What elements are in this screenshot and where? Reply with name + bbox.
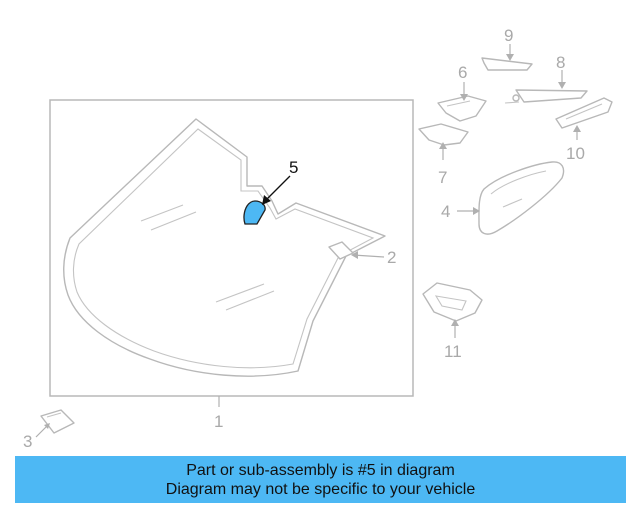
- part-7-mirror-cover-lower: [418, 123, 469, 146]
- part-2-sticker: [328, 241, 354, 260]
- part-9-trim-strip: [481, 57, 533, 71]
- callout-3: 3: [23, 432, 32, 451]
- callout-6: 6: [458, 63, 467, 82]
- callout-9: 9: [504, 26, 513, 45]
- part-11-lamp-housing: [422, 282, 483, 322]
- callout-8: 8: [556, 53, 565, 72]
- callout-4: 4: [441, 202, 450, 221]
- windshield-assembly-frame: [49, 99, 414, 397]
- callout-11: 11: [444, 342, 462, 361]
- part-6-mirror-cover: [437, 95, 487, 122]
- part-8-sensor-harness: [504, 89, 588, 104]
- part-3-clip: [40, 409, 75, 434]
- info-banner: Part or sub-assembly is #5 in diagram Di…: [15, 456, 626, 503]
- callout-1: 1: [214, 412, 223, 431]
- callout-5: 5: [289, 158, 298, 177]
- leader-lines: [35, 44, 581, 438]
- part-5-leader: [262, 175, 291, 205]
- callout-10: 10: [566, 144, 585, 163]
- part-10-bracket: [555, 97, 613, 129]
- callout-2: 2: [387, 248, 396, 267]
- callout-7: 7: [438, 168, 447, 187]
- part-4-rearview-mirror: [478, 161, 565, 235]
- banner-line-disclaimer: Diagram may not be specific to your vehi…: [165, 481, 476, 498]
- banner-line-part-info: Part or sub-assembly is #5 in diagram: [186, 462, 455, 479]
